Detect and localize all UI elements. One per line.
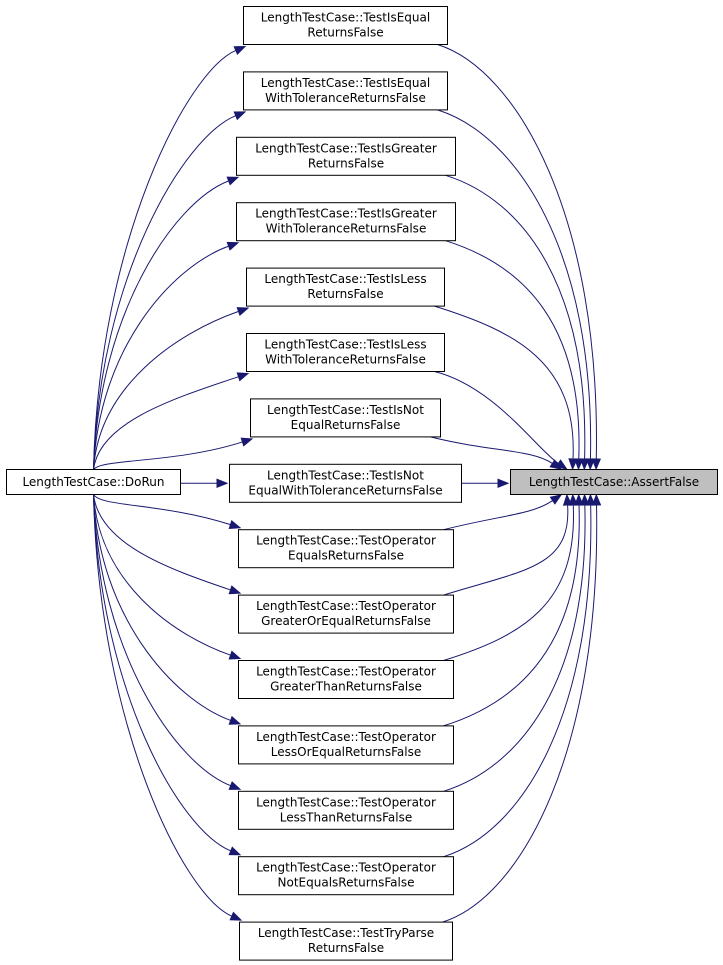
edge-t13-to-assertfalse [443,493,596,858]
edge-t3-to-assertfalse [445,240,584,471]
edge-dorun-to-t5 [93,372,250,471]
node-t10-label-line2: GreaterThanReturnsFalse [270,680,422,694]
node-t4-label-line1: LengthTestCase::TestIsLess [264,272,426,286]
node-t7-label-line2: EqualWithToleranceReturnsFalse [248,483,442,497]
edge-t11-to-assertfalse [443,493,584,727]
node-dorun-label: LengthTestCase::DoRun [22,475,164,489]
node-t13-label-line2: NotEqualsReturnsFalse [278,876,415,890]
node-t11[interactable]: LengthTestCase::TestOperatorLessOrEqualR… [238,725,454,765]
node-t8[interactable]: LengthTestCase::TestOperatorEqualsReturn… [238,529,454,569]
node-t5-label-line2: WithToleranceReturnsFalse [265,353,426,367]
node-dorun[interactable]: LengthTestCase::DoRun [6,469,181,495]
edge-t8-to-assertfalse [443,494,563,531]
node-t12-label-line1: LengthTestCase::TestOperator [256,795,436,809]
edge-t10-to-assertfalse [443,493,578,661]
node-t12[interactable]: LengthTestCase::TestOperatorLessThanRetu… [238,790,454,830]
node-t11-label-line2: LessOrEqualReturnsFalse [271,745,421,759]
node-t5[interactable]: LengthTestCase::TestIsLessWithToleranceR… [246,333,445,372]
edge-dorun-to-t14 [93,493,243,921]
edge-dorun-to-t12 [93,493,242,790]
edge-dorun-to-t8 [93,493,242,529]
edge-dorun-to-t3 [93,241,240,471]
node-t14-label-line2: ReturnsFalse [308,941,384,955]
node-t9-label-line1: LengthTestCase::TestOperator [256,599,436,613]
call-nodes: LengthTestCase::DoRun LengthTestCase::As… [6,6,718,961]
edge-t7-to-assertfalse [461,478,510,489]
node-t3[interactable]: LengthTestCase::TestIsGreaterWithToleran… [236,202,456,242]
node-t2[interactable]: LengthTestCase::TestIsGreaterReturnsFals… [236,136,456,176]
edge-t2-to-assertfalse [445,174,590,471]
node-t14-label-line1: LengthTestCase::TestTryParse [258,926,434,940]
edge-dorun-to-t7 [180,478,229,489]
edge-dorun-to-t9 [93,493,242,595]
node-t5-label-line1: LengthTestCase::TestIsLess [264,338,426,352]
node-t3-label-line1: LengthTestCase::TestIsGreater [255,207,437,221]
edge-dorun-to-t1 [93,111,247,471]
node-t10-label-line1: LengthTestCase::TestOperator [256,665,436,679]
edge-dorun-to-t2 [93,176,240,471]
node-t11-label-line1: LengthTestCase::TestOperator [256,730,436,744]
edge-t9-to-assertfalse [443,493,573,596]
node-t6-label-line1: LengthTestCase::TestIsNot [267,403,424,417]
edge-t6-to-assertfalse [430,436,562,470]
node-t3-label-line2: WithToleranceReturnsFalse [266,222,427,236]
edge-dorun-to-t6 [93,437,254,471]
edge-dorun-to-t10 [93,493,242,660]
edge-dorun-to-t4 [93,307,250,471]
node-assertfalse[interactable]: LengthTestCase::AssertFalse [510,469,718,495]
node-t8-label-line1: LengthTestCase::TestOperator [256,534,436,548]
edge-dorun-to-t11 [93,493,242,725]
node-t13-label-line1: LengthTestCase::TestOperator [256,861,436,875]
edge-t0-to-assertfalse [437,44,602,471]
node-t12-label-line2: LessThanReturnsFalse [280,810,412,824]
node-t0-label-line1: LengthTestCase::TestIsEqual [261,11,430,25]
node-t6[interactable]: LengthTestCase::TestIsNotEqualReturnsFal… [250,398,441,438]
node-t6-label-line2: EqualReturnsFalse [291,418,401,432]
node-t1-label-line2: WithToleranceReturnsFalse [265,91,426,105]
edge-t4-to-assertfalse [434,305,578,471]
node-t7-label-line1: LengthTestCase::TestIsNot [267,468,424,482]
node-t9-label-line2: GreaterOrEqualReturnsFalse [261,614,431,628]
node-t2-label-line1: LengthTestCase::TestIsGreater [255,141,437,155]
node-t1-label-line1: LengthTestCase::TestIsEqual [261,76,430,90]
call-edges [93,44,602,923]
node-t4-label-line2: ReturnsFalse [307,287,383,301]
node-t2-label-line2: ReturnsFalse [308,156,384,170]
node-t7[interactable]: LengthTestCase::TestIsNotEqualWithTolera… [229,463,462,503]
node-t9[interactable]: LengthTestCase::TestOperatorGreaterOrEqu… [238,594,454,634]
edge-dorun-to-t13 [93,493,242,856]
node-t13[interactable]: LengthTestCase::TestOperatorNotEqualsRet… [238,856,454,896]
edge-dorun-to-t0 [93,45,247,471]
node-assertfalse-label: LengthTestCase::AssertFalse [529,475,699,489]
edge-t14-to-assertfalse [442,493,602,923]
edge-t12-to-assertfalse [443,493,590,792]
node-t1[interactable]: LengthTestCase::TestIsEqualWithTolerance… [243,71,448,111]
node-t8-label-line2: EqualsReturnsFalse [288,549,404,563]
node-t10[interactable]: LengthTestCase::TestOperatorGreaterThanR… [238,660,454,699]
edge-t5-to-assertfalse [434,371,568,470]
edge-t1-to-assertfalse [437,109,596,471]
node-t0-label-line2: ReturnsFalse [307,26,383,40]
